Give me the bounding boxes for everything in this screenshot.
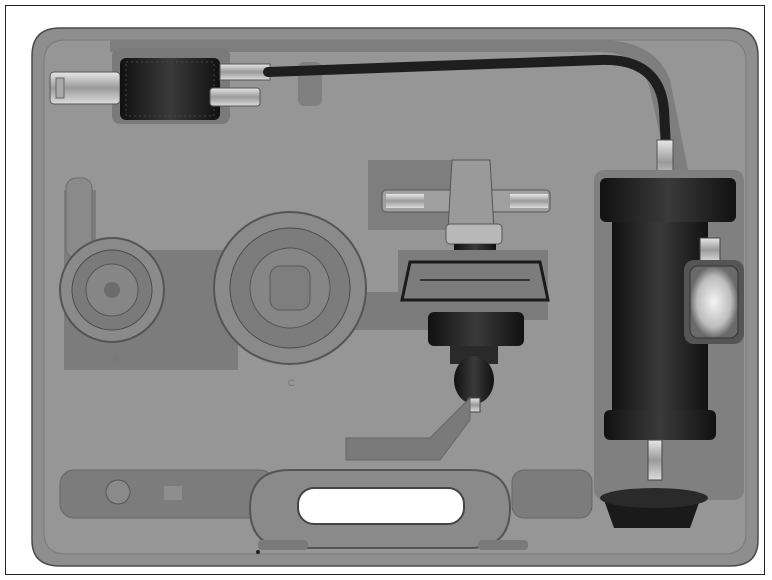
adapter-small-label: B [113,354,119,364]
lower-valve [428,312,524,413]
adapter-small: B [59,237,165,364]
pump-cylinder [594,170,744,528]
adapter-large: C [213,211,367,388]
pressure-gauge [684,237,744,344]
bottom-recess-left [59,469,275,519]
case-rivet [256,550,260,554]
adapter-large-label: C [288,378,295,388]
slot-recess [345,396,471,461]
bottom-recess-right [511,469,593,519]
clamp-bracket [398,250,550,320]
case-handle [248,469,528,550]
quick-coupler [49,58,271,120]
